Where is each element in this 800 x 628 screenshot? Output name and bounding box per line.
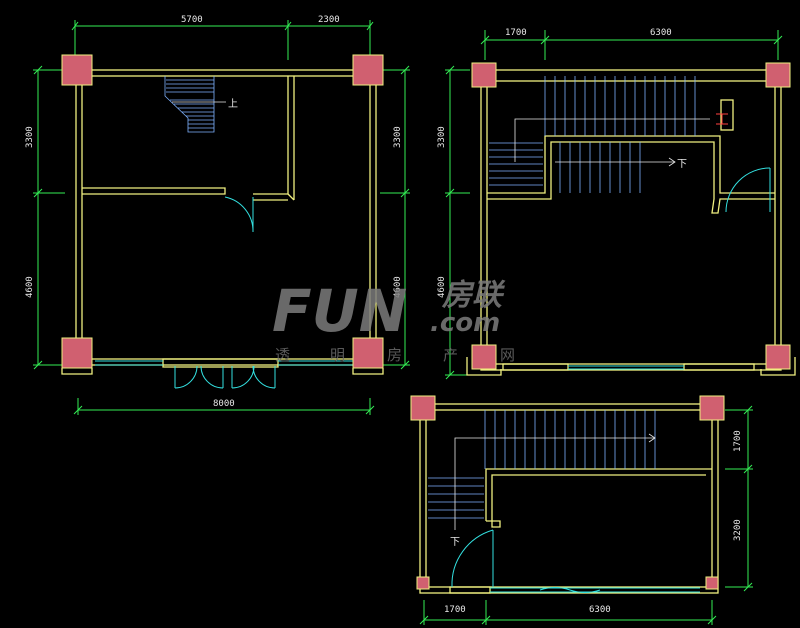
- column-b-tl: [471, 62, 497, 88]
- dim-b-top-left: 1700: [505, 28, 527, 38]
- watermark-tagline-2: 明: [330, 346, 345, 364]
- dim-b-top-right: 6300: [650, 28, 672, 38]
- watermark-tagline-1: 透: [275, 346, 290, 364]
- watermark-tagline-3: 房: [387, 346, 402, 364]
- door-c: [451, 529, 494, 588]
- dimension-lines-c: [419, 405, 753, 625]
- column-b-tr: [765, 62, 791, 88]
- dim-c-right-lower: 3200: [733, 519, 743, 541]
- up-mark-b: [716, 113, 728, 125]
- up-mark-label-b: 上: [0, 0, 1, 1]
- stair-arrow-b: [514, 118, 710, 167]
- column-a-tr: [352, 54, 384, 86]
- dim-a-left-lower: 4600: [25, 276, 35, 298]
- window-a: [95, 360, 355, 366]
- stair-b: [489, 76, 696, 193]
- column-c-bl: [416, 576, 430, 590]
- dim-a-top-left: 5700: [181, 15, 203, 25]
- walls-b: [480, 69, 782, 371]
- watermark-tagline-5: 网: [500, 346, 515, 364]
- stair-a: [164, 76, 226, 133]
- column-c-tr: [699, 395, 725, 421]
- column-b-bl: [471, 344, 497, 370]
- watermark: FUN 房联 .com 透 明 房 产 网: [272, 277, 515, 364]
- column-b-bases: [466, 357, 796, 376]
- dimension-lines-b: [445, 30, 783, 380]
- watermark-tagline-4: 产: [443, 346, 458, 364]
- stair-c: [428, 410, 656, 519]
- floor-plan-b: 1700 6300 3300 4600: [0, 0, 796, 380]
- dim-a-top-right: 2300: [318, 15, 340, 25]
- watermark-brand-cn: 房联: [441, 278, 506, 313]
- walls-a: [75, 69, 377, 368]
- watermark-brand: FUN: [272, 277, 407, 345]
- stair-down-label-b: 下: [677, 159, 687, 170]
- stair-down-label-c: 下: [450, 537, 460, 548]
- dim-c-bottom-left: 1700: [444, 605, 466, 615]
- door-a-entrance: [174, 365, 276, 389]
- dim-a-right-upper: 3300: [393, 126, 403, 148]
- window-c: [490, 587, 700, 593]
- column-a-bases: [61, 368, 384, 375]
- column-a-tl: [61, 54, 93, 86]
- column-b-br: [765, 344, 791, 370]
- watermark-domain: .com: [430, 308, 500, 338]
- dim-a-left-upper: 3300: [25, 126, 35, 148]
- door-b: [725, 167, 771, 213]
- dimension-lines-a: [33, 20, 410, 415]
- column-c-br: [705, 576, 719, 590]
- dim-b-left-upper: 3300: [437, 126, 447, 148]
- window-b: [568, 365, 684, 370]
- dim-b-left-lower: 4600: [437, 276, 447, 298]
- column-c-tl: [410, 395, 436, 421]
- dim-c-right-upper: 1700: [733, 430, 743, 452]
- dim-c-bottom-right: 6300: [589, 605, 611, 615]
- stair-up-label-a: 上: [228, 98, 238, 110]
- column-a-br: [352, 337, 384, 369]
- door-a-interior: [224, 196, 254, 233]
- walls-c: [419, 403, 719, 594]
- column-a-bl: [61, 337, 93, 369]
- floor-plan-c: 1700 3200 1700 6300: [410, 395, 753, 625]
- stair-arrow-c: [454, 433, 656, 530]
- floor-plan-a: 5700 2300 3300 4600 3300 4600 8000: [25, 15, 410, 415]
- dim-a-right-lower: 4600: [393, 276, 403, 298]
- dim-a-bottom: 8000: [213, 399, 235, 409]
